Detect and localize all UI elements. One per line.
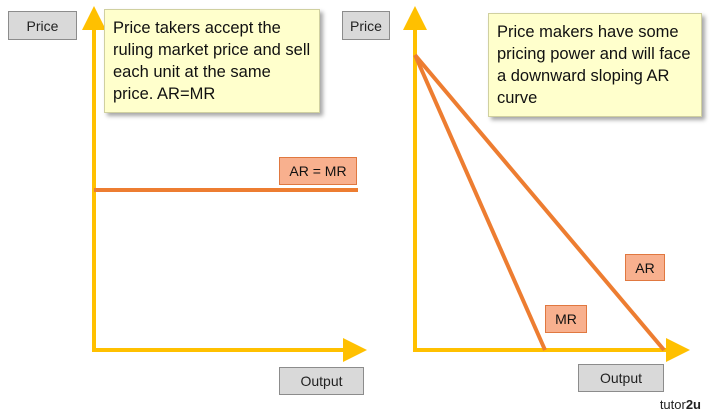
right-y-axis-label: Price — [342, 11, 390, 40]
right-mr-curve — [413, 54, 547, 351]
right-callout: Price makers have some pricing power and… — [488, 13, 702, 117]
left-ar-mr-label: AR = MR — [279, 157, 357, 185]
right-ar-curve — [413, 53, 666, 352]
right-ar-label: AR — [625, 254, 665, 281]
left-x-axis-label: Output — [279, 367, 364, 395]
left-y-axis-label: Price — [8, 11, 77, 40]
tutor2u-logo: tutor2u — [659, 397, 701, 412]
right-mr-label: MR — [545, 305, 587, 333]
right-x-axis-label: Output — [578, 364, 664, 392]
left-callout: Price takers accept the ruling market pr… — [104, 9, 320, 113]
